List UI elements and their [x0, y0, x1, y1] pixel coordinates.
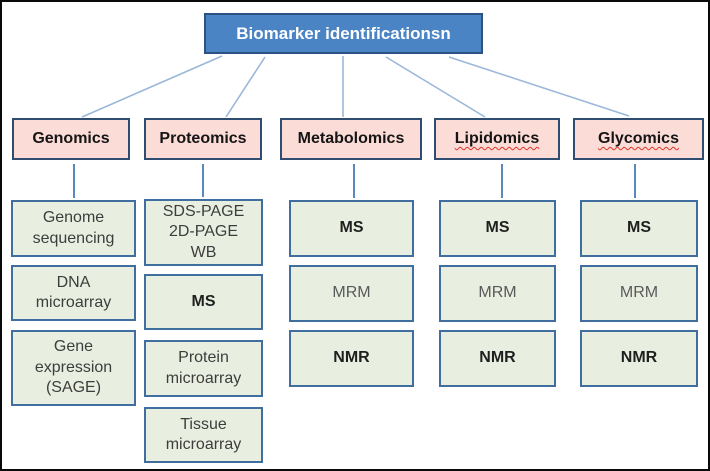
- method-label: SDS-PAGE 2D-PAGE WB: [162, 202, 245, 261]
- method-node-mrm-metabolomics: MRM: [289, 265, 414, 322]
- method-label: MS: [627, 219, 651, 237]
- edge-root-genomics: [81, 55, 223, 118]
- method-label: Tissue microarray: [165, 415, 242, 453]
- category-node-glycomics: Glycomics: [573, 118, 704, 160]
- edge-root-proteomics: [225, 56, 266, 118]
- method-node-gene-expression-sage: Gene expression (SAGE): [11, 330, 136, 406]
- method-node-nmr-lipidomics: NMR: [439, 330, 556, 387]
- category-node-lipidomics: Lipidomics: [434, 118, 560, 160]
- method-label: NMR: [333, 349, 370, 367]
- category-label: Metabolomics: [297, 130, 405, 147]
- method-label: NMR: [620, 349, 658, 367]
- root-node-biomarker-identification: Biomarker identificationsn: [204, 13, 483, 54]
- category-node-genomics: Genomics: [12, 118, 130, 160]
- category-node-proteomics: Proteomics: [144, 118, 262, 160]
- method-node-ms-lipidomics: MS: [439, 200, 556, 257]
- method-node-tissue-microarray: Tissue microarray: [144, 407, 263, 463]
- method-label: NMR: [479, 349, 516, 367]
- method-node-genome-sequencing: Genome sequencing: [11, 200, 136, 257]
- category-node-metabolomics: Metabolomics: [280, 118, 422, 160]
- edge-root-glycomics: [448, 56, 630, 117]
- method-label: MS: [339, 219, 364, 237]
- category-label: Glycomics: [598, 130, 679, 147]
- root-node-label: Biomarker identificationsn: [236, 23, 451, 43]
- method-label: Genome sequencing: [32, 209, 115, 247]
- method-node-dna-microarray: DNA microarray: [11, 265, 136, 321]
- method-label: Gene expression (SAGE): [34, 338, 113, 397]
- method-label: Protein microarray: [165, 349, 242, 387]
- method-label: MS: [485, 219, 510, 237]
- method-label: MRM: [332, 284, 371, 302]
- category-label: Proteomics: [159, 130, 247, 147]
- method-node-sds-page-2d-page-wb: SDS-PAGE 2D-PAGE WB: [144, 199, 263, 266]
- method-label: MRM: [478, 284, 517, 302]
- method-label: MS: [191, 292, 216, 310]
- method-node-ms-glycomics: MS: [580, 200, 698, 257]
- category-label: Lipidomics: [454, 130, 540, 147]
- method-node-mrm-glycomics: MRM: [580, 265, 698, 322]
- category-label: Genomics: [32, 130, 110, 147]
- method-node-ms-proteomics: MS: [144, 274, 263, 330]
- edge-root-lipidomics: [385, 56, 486, 118]
- method-node-protein-microarray: Protein microarray: [144, 340, 263, 397]
- method-node-nmr-glycomics: NMR: [580, 330, 698, 387]
- method-label: MRM: [619, 284, 659, 302]
- method-label: DNA microarray: [35, 273, 112, 311]
- method-node-ms-metabolomics: MS: [289, 200, 414, 257]
- method-node-mrm-lipidomics: MRM: [439, 265, 556, 322]
- method-node-nmr-metabolomics: NMR: [289, 330, 414, 387]
